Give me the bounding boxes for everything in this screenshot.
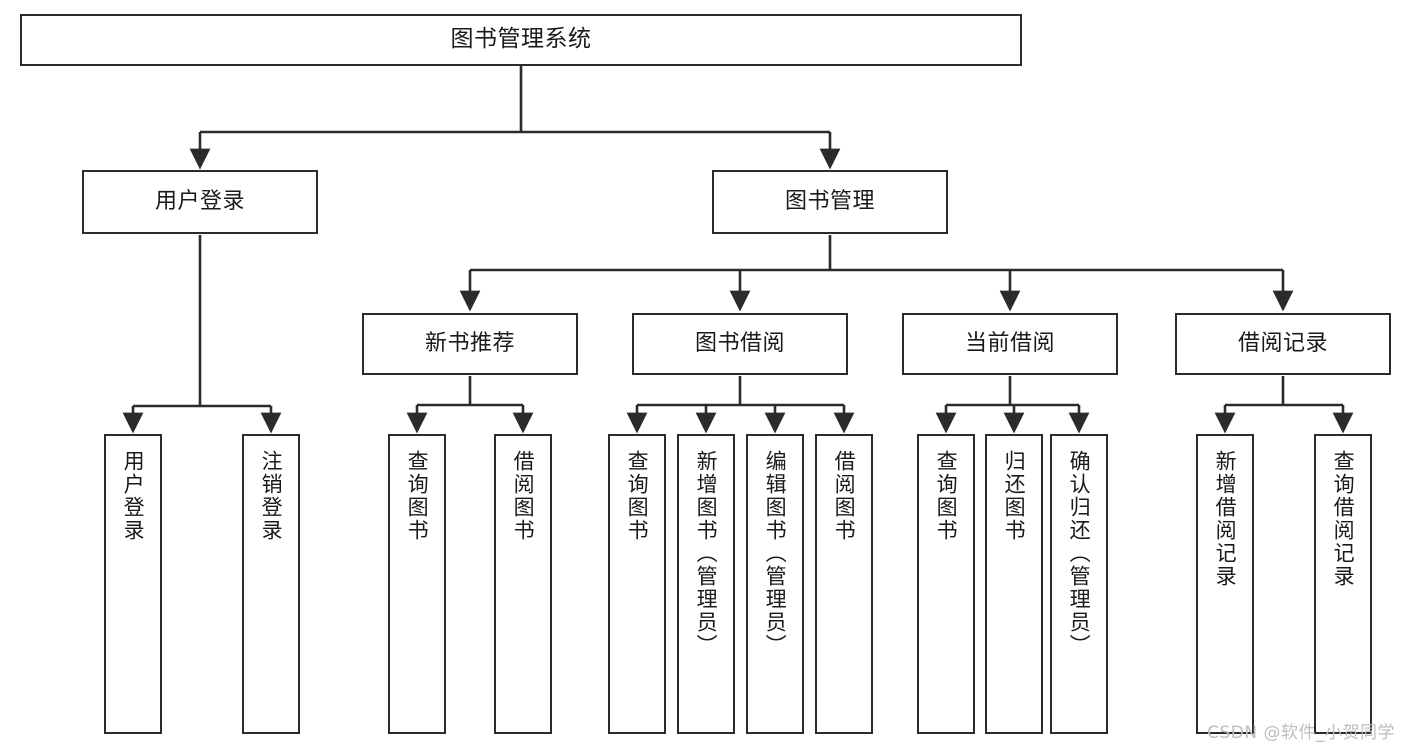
node-label: 新增图书（管理员） [694, 450, 719, 657]
leaf-book-borrow-query-book[interactable]: 查询图书 [608, 434, 666, 734]
leaf-user-login-logout[interactable]: 注销登录 [242, 434, 300, 734]
node-label: 注销登录 [259, 450, 284, 542]
node-current-borrow[interactable]: 当前借阅 [902, 313, 1118, 375]
leaf-new-book-query-book[interactable]: 查询图书 [388, 434, 446, 734]
node-label: 查询图书 [625, 450, 650, 542]
node-label: 查询图书 [934, 450, 959, 542]
node-label: 用户登录 [121, 450, 146, 542]
node-label: 当前借阅 [964, 331, 1055, 357]
node-root-book-management-system[interactable]: 图书管理系统 [20, 14, 1022, 66]
node-new-book-recommend[interactable]: 新书推荐 [362, 313, 578, 375]
node-label: 新书推荐 [424, 331, 515, 357]
csdn-watermark: CSDN @软件_小贺同学 [1207, 723, 1395, 743]
node-label: 查询借阅记录 [1331, 450, 1356, 588]
node-label: 编辑图书（管理员） [763, 450, 788, 657]
node-label: 归还图书 [1002, 450, 1027, 542]
leaf-book-borrow-borrow-book[interactable]: 借阅图书 [815, 434, 873, 734]
leaf-user-login-login[interactable]: 用户登录 [104, 434, 162, 734]
leaf-book-borrow-add-book-admin[interactable]: 新增图书（管理员） [677, 434, 735, 734]
node-label: 图书管理 [784, 189, 875, 215]
node-label: 新增借阅记录 [1213, 450, 1238, 588]
node-label: 用户登录 [154, 189, 245, 215]
node-label: 确认归还（管理员） [1067, 450, 1092, 657]
leaf-borrow-record-query-record[interactable]: 查询借阅记录 [1314, 434, 1372, 734]
node-label: 借阅图书 [511, 450, 536, 542]
leaf-current-borrow-return-book[interactable]: 归还图书 [985, 434, 1043, 734]
node-label: 图书管理系统 [450, 26, 592, 53]
node-book-management[interactable]: 图书管理 [712, 170, 948, 234]
node-label: 借阅记录 [1237, 331, 1328, 357]
leaf-current-borrow-query-book[interactable]: 查询图书 [917, 434, 975, 734]
leaf-current-borrow-confirm-return-admin[interactable]: 确认归还（管理员） [1050, 434, 1108, 734]
leaf-borrow-record-add-record[interactable]: 新增借阅记录 [1196, 434, 1254, 734]
leaf-new-book-borrow-book[interactable]: 借阅图书 [494, 434, 552, 734]
node-label: 查询图书 [405, 450, 430, 542]
node-borrow-record[interactable]: 借阅记录 [1175, 313, 1391, 375]
node-label: 借阅图书 [832, 450, 857, 542]
node-user-login[interactable]: 用户登录 [82, 170, 318, 234]
node-book-borrow[interactable]: 图书借阅 [632, 313, 848, 375]
node-label: 图书借阅 [694, 331, 785, 357]
leaf-book-borrow-edit-book-admin[interactable]: 编辑图书（管理员） [746, 434, 804, 734]
